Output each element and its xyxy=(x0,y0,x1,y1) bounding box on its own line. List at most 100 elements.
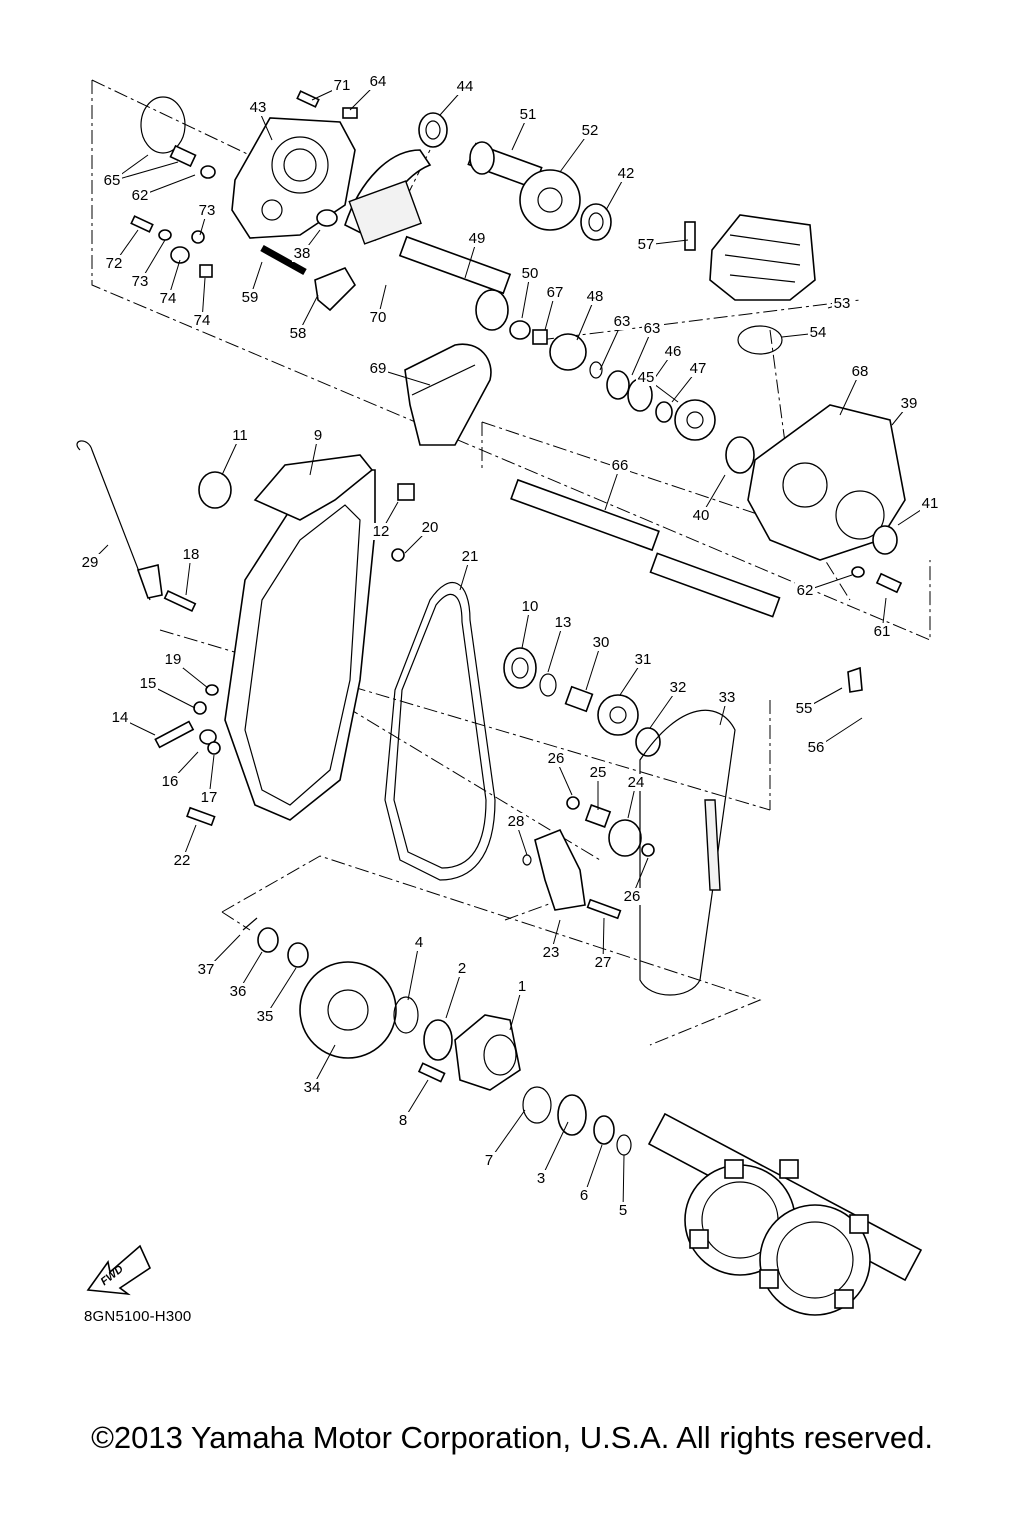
callout-background xyxy=(255,1008,275,1025)
callout-number: 51 xyxy=(520,106,537,123)
callout-background xyxy=(138,675,158,692)
callout-number: 1 xyxy=(518,978,526,995)
chain-case xyxy=(198,454,496,881)
callout-number: 67 xyxy=(547,284,564,301)
callout-background xyxy=(691,507,711,524)
callout-background xyxy=(228,983,248,1000)
callout-background xyxy=(160,773,180,790)
callout-background xyxy=(479,1152,499,1169)
callout-background xyxy=(795,582,815,599)
callout-background xyxy=(110,709,130,726)
callout-number: 2 xyxy=(458,960,466,977)
callout-number: 46 xyxy=(665,343,682,360)
callout-background xyxy=(181,546,201,563)
callout-background xyxy=(248,99,268,116)
callout-number: 29 xyxy=(82,554,99,571)
callout-background xyxy=(806,739,826,756)
callout-number: 33 xyxy=(719,689,736,706)
callout-background xyxy=(588,764,608,781)
callout-number: 69 xyxy=(370,360,387,377)
upper-case-cover xyxy=(140,96,356,239)
callout-number: 63 xyxy=(614,313,631,330)
callout-background xyxy=(642,320,662,337)
callout-number: 54 xyxy=(810,324,827,341)
callout-background xyxy=(460,548,480,565)
callout-background xyxy=(553,614,573,631)
callout-background xyxy=(102,172,122,189)
callout-background xyxy=(832,295,852,312)
small-fasteners-top xyxy=(130,90,358,312)
callout-number: 35 xyxy=(257,1008,274,1025)
callout-number: 12 xyxy=(373,523,390,540)
callout-background xyxy=(393,1112,413,1129)
callout-number: 11 xyxy=(232,427,248,444)
callout-background xyxy=(541,944,561,961)
callout-background xyxy=(850,363,870,380)
callout-background xyxy=(506,813,526,830)
callout-background xyxy=(172,852,192,869)
leader-line xyxy=(407,942,420,1001)
callout-background xyxy=(546,750,566,767)
callout-background xyxy=(633,651,653,668)
callout-background xyxy=(531,1170,551,1187)
shift-housing xyxy=(684,214,816,355)
callout-background xyxy=(368,73,388,90)
callout-number: 22 xyxy=(174,852,191,869)
callout-background xyxy=(688,360,708,377)
callout-number: 36 xyxy=(230,983,247,1000)
callout-number: 25 xyxy=(590,764,607,781)
callout-numbers: 1234567891011121314151617181920212223242… xyxy=(80,73,940,1219)
callout-background xyxy=(467,230,487,247)
callout-background xyxy=(593,954,613,971)
callout-background xyxy=(409,934,429,951)
callout-number: 27 xyxy=(595,954,612,971)
callout-background xyxy=(292,245,312,262)
upper-shaft-gears xyxy=(398,112,716,441)
callout-number: 34 xyxy=(304,1079,321,1096)
callout-number: 5 xyxy=(619,1202,627,1219)
callout-background xyxy=(192,312,212,329)
callout-background xyxy=(452,960,472,977)
callout-background xyxy=(80,554,100,571)
callout-number: 17 xyxy=(201,789,218,806)
callout-background xyxy=(240,289,260,306)
callout-number: 20 xyxy=(422,519,439,536)
leader-line xyxy=(445,968,463,1019)
callout-background xyxy=(585,288,605,305)
callout-background xyxy=(636,369,656,386)
callout-number: 63 xyxy=(644,320,661,337)
callout-number: 68 xyxy=(852,363,869,380)
callout-background xyxy=(230,427,250,444)
leader-line xyxy=(622,1154,625,1212)
callout-background xyxy=(512,978,532,995)
callout-number: 9 xyxy=(314,427,322,444)
callout-background xyxy=(163,651,183,668)
callout-background xyxy=(668,679,688,696)
callout-background xyxy=(196,961,216,978)
drive-axle xyxy=(647,1112,923,1316)
callout-number: 70 xyxy=(370,309,387,326)
drive-chain-upper xyxy=(344,149,492,446)
callout-number: 52 xyxy=(582,122,599,139)
exploded-parts-diagram: FWD 123456789101112131415161718192021222… xyxy=(76,73,940,1316)
callout-number: 38 xyxy=(294,245,311,262)
callout-number: 26 xyxy=(548,750,565,767)
callout-number: 58 xyxy=(290,325,307,342)
callout-number: 3 xyxy=(537,1170,545,1187)
callout-number: 37 xyxy=(198,961,215,978)
callout-number: 19 xyxy=(165,651,182,668)
callout-number: 31 xyxy=(635,651,652,668)
callout-background xyxy=(104,255,124,272)
callout-number: 4 xyxy=(415,934,423,951)
main-case xyxy=(725,404,906,693)
callout-number: 56 xyxy=(808,739,825,756)
callout-number: 73 xyxy=(199,202,216,219)
callout-background xyxy=(591,634,611,651)
callout-background xyxy=(612,313,632,330)
leader-line xyxy=(111,161,179,182)
callout-background xyxy=(420,519,440,536)
callout-number: 55 xyxy=(796,700,813,717)
callout-number: 62 xyxy=(797,582,814,599)
callout-number: 62 xyxy=(132,187,149,204)
callout-number: 42 xyxy=(618,165,635,182)
